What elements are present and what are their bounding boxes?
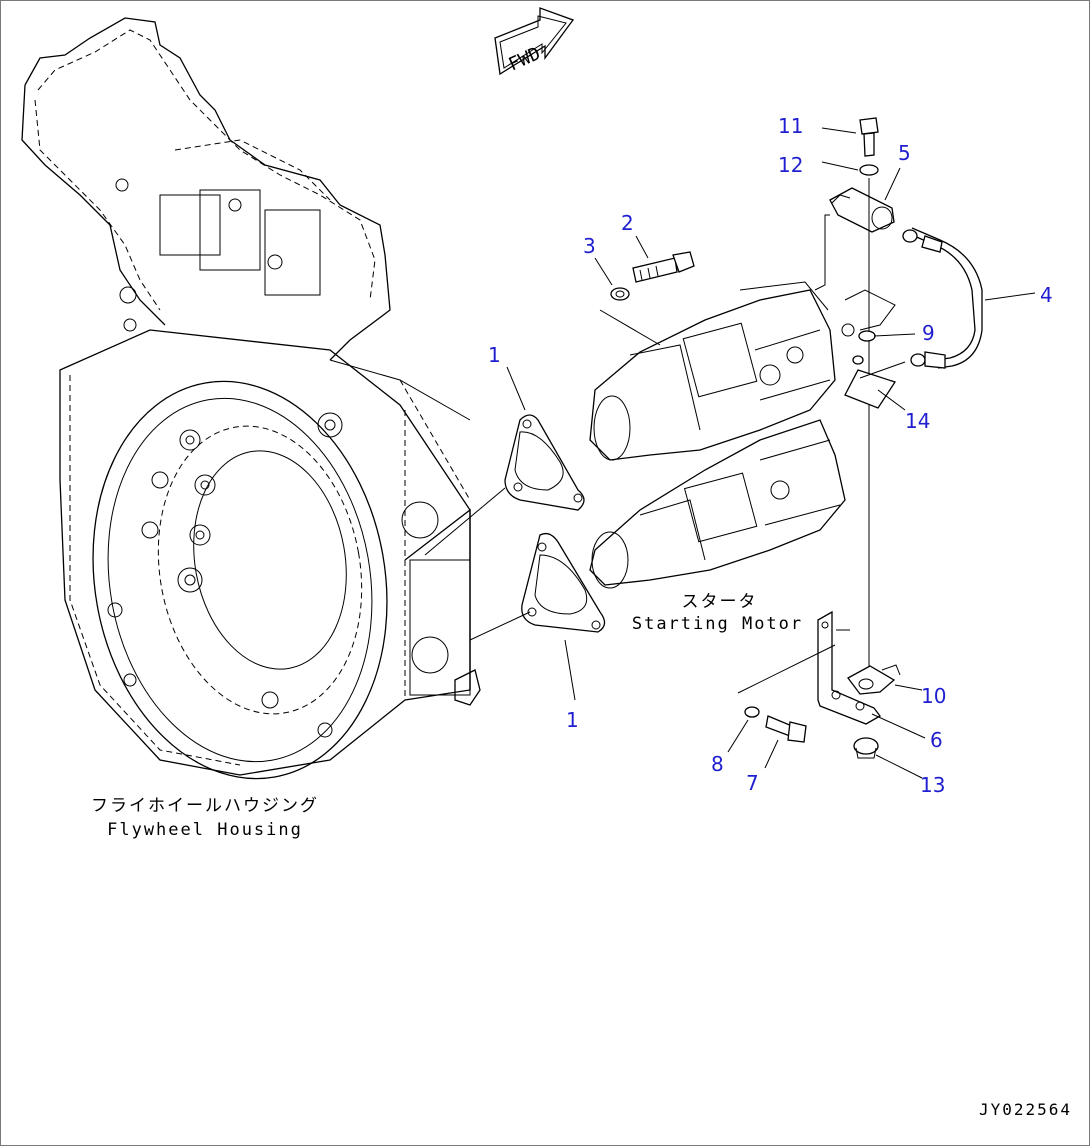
washer-part-8 — [744, 706, 760, 718]
callout-1-upper[interactable]: 1 — [488, 343, 501, 367]
bolt-part-11 — [859, 117, 879, 157]
callout-11[interactable]: 11 — [778, 114, 804, 138]
cable-part-4 — [902, 227, 983, 369]
callout-6[interactable]: 6 — [930, 728, 943, 752]
callout-10[interactable]: 10 — [921, 684, 947, 708]
callout-3[interactable]: 3 — [583, 234, 596, 258]
clamp-part-5 — [829, 187, 895, 233]
gasket-lower-assembly-line — [469, 611, 531, 641]
callout-13[interactable]: 13 — [920, 773, 946, 797]
bracket-part-6 — [817, 610, 881, 725]
callout-8[interactable]: 8 — [711, 752, 724, 776]
flywheel-housing-label-en: Flywheel Housing — [107, 820, 303, 840]
nut-part-9 — [852, 330, 876, 365]
flywheel-housing-label-jp: フライホイールハウジング — [91, 796, 319, 816]
washer-part-12 — [859, 164, 879, 176]
starting-motor-lower — [589, 419, 846, 589]
bolt-part-7 — [765, 715, 807, 743]
callout-5[interactable]: 5 — [898, 141, 911, 165]
callout-1-lower[interactable]: 1 — [566, 708, 579, 732]
nut-part-13 — [853, 737, 879, 759]
bolt-part-2 — [632, 251, 695, 283]
gasket-upper-assembly-line — [424, 487, 506, 556]
fwd-arrow: FWD — [494, 7, 575, 75]
fwd-text: FWD — [505, 43, 543, 75]
terminal-cover-part-14 — [844, 369, 897, 409]
callout-leaders — [506, 127, 1036, 779]
washer-part-3 — [610, 287, 630, 301]
callout-7[interactable]: 7 — [746, 771, 759, 795]
starting-motor-label-jp: スタータ — [681, 592, 758, 612]
gasket-lower — [521, 532, 606, 633]
callout-4[interactable]: 4 — [1040, 283, 1053, 307]
callout-14[interactable]: 14 — [905, 409, 931, 433]
flywheel-housing-drawing — [21, 17, 481, 780]
gasket-upper — [504, 414, 585, 511]
drawing-code: JY022564 — [978, 1100, 1072, 1119]
starting-motor-label-en: Starting Motor — [631, 614, 804, 634]
callout-9[interactable]: 9 — [922, 321, 935, 345]
starting-motor-upper — [589, 281, 896, 461]
callout-12[interactable]: 12 — [778, 153, 804, 177]
terminal-part-10 — [847, 664, 901, 695]
callout-2[interactable]: 2 — [621, 211, 634, 235]
